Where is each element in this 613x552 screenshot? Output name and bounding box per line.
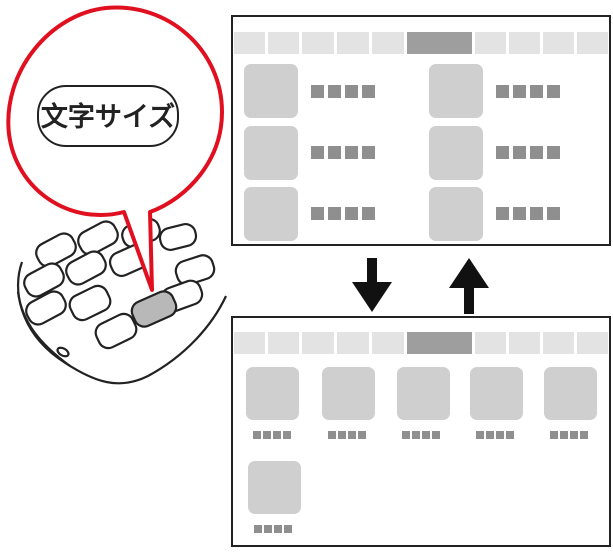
- arrow-up-icon: [449, 258, 489, 314]
- grid-item[interactable]: [470, 367, 523, 439]
- keypad-key[interactable]: [33, 230, 80, 270]
- screen-bottom: [231, 316, 611, 547]
- tab-bar: [234, 32, 608, 54]
- tab[interactable]: [234, 32, 265, 54]
- callout-bubble: [6, 5, 224, 292]
- app-label-placeholder: [550, 431, 588, 439]
- app-label-placeholder: [328, 431, 366, 439]
- app-icon: [244, 126, 298, 180]
- app-label-placeholder: [311, 207, 375, 220]
- phone-hole: [56, 346, 70, 358]
- grid-item[interactable]: [246, 367, 299, 439]
- app-icon: [397, 367, 450, 420]
- keypad-key[interactable]: [92, 311, 139, 352]
- tab[interactable]: [543, 332, 574, 354]
- list-item[interactable]: [429, 126, 560, 180]
- keypad-key[interactable]: [63, 248, 110, 288]
- app-icon: [429, 64, 483, 118]
- tab[interactable]: [268, 332, 299, 354]
- tab-bar: [234, 332, 608, 354]
- tab[interactable]: [509, 332, 540, 354]
- keypad-key[interactable]: [158, 222, 198, 252]
- tab[interactable]: [509, 32, 540, 54]
- tab-selected[interactable]: [407, 332, 472, 354]
- grid-item[interactable]: [322, 367, 375, 439]
- keypad-key[interactable]: [21, 260, 68, 300]
- grid-item[interactable]: [544, 367, 597, 439]
- grid-item[interactable]: [397, 367, 450, 439]
- phone-body-inner: [16, 291, 71, 367]
- tab[interactable]: [475, 332, 506, 354]
- app-icon: [470, 367, 523, 420]
- app-label-placeholder: [496, 146, 560, 159]
- text-size-label-pill: [37, 85, 179, 147]
- app-label-placeholder: [253, 431, 291, 439]
- app-icon: [244, 64, 298, 118]
- tab[interactable]: [302, 32, 334, 54]
- tab[interactable]: [543, 32, 574, 54]
- app-label-placeholder: [476, 431, 514, 439]
- app-icon: [248, 461, 301, 514]
- text-size-label: 文字サイズ: [41, 101, 175, 133]
- grid-item[interactable]: [248, 461, 301, 533]
- app-label-placeholder: [311, 146, 375, 159]
- app-label-placeholder: [496, 207, 560, 220]
- app-icon: [246, 367, 299, 420]
- tab[interactable]: [577, 32, 608, 54]
- keypad-key[interactable]: [75, 218, 122, 258]
- tab[interactable]: [337, 332, 369, 354]
- tab[interactable]: [475, 32, 506, 54]
- app-label-placeholder: [311, 85, 375, 98]
- tab[interactable]: [268, 32, 299, 54]
- app-label-placeholder: [254, 525, 292, 533]
- tab[interactable]: [577, 332, 608, 354]
- arrow-down-icon: [352, 258, 392, 312]
- app-icon: [244, 187, 298, 241]
- keypad-key[interactable]: [66, 283, 113, 324]
- screen-top: [231, 15, 611, 246]
- list-item[interactable]: [244, 187, 375, 241]
- app-label-placeholder: [402, 431, 440, 439]
- app-icon: [429, 187, 483, 241]
- app-label-placeholder: [496, 85, 560, 98]
- app-icon: [544, 367, 597, 420]
- text-size-key-highlighted[interactable]: [129, 288, 180, 330]
- tab[interactable]: [372, 332, 404, 354]
- keypad-key[interactable]: [173, 253, 217, 288]
- tab[interactable]: [337, 32, 369, 54]
- tab[interactable]: [302, 332, 334, 354]
- list-item[interactable]: [429, 187, 560, 241]
- tab[interactable]: [234, 332, 265, 354]
- list-item[interactable]: [244, 64, 375, 118]
- list-item[interactable]: [429, 64, 560, 118]
- list-item[interactable]: [244, 126, 375, 180]
- phone-illustration: [16, 217, 227, 385]
- tab-selected[interactable]: [407, 32, 472, 54]
- keypad-key[interactable]: [23, 288, 70, 328]
- app-icon: [429, 126, 483, 180]
- tab[interactable]: [372, 32, 404, 54]
- app-icon: [322, 367, 375, 420]
